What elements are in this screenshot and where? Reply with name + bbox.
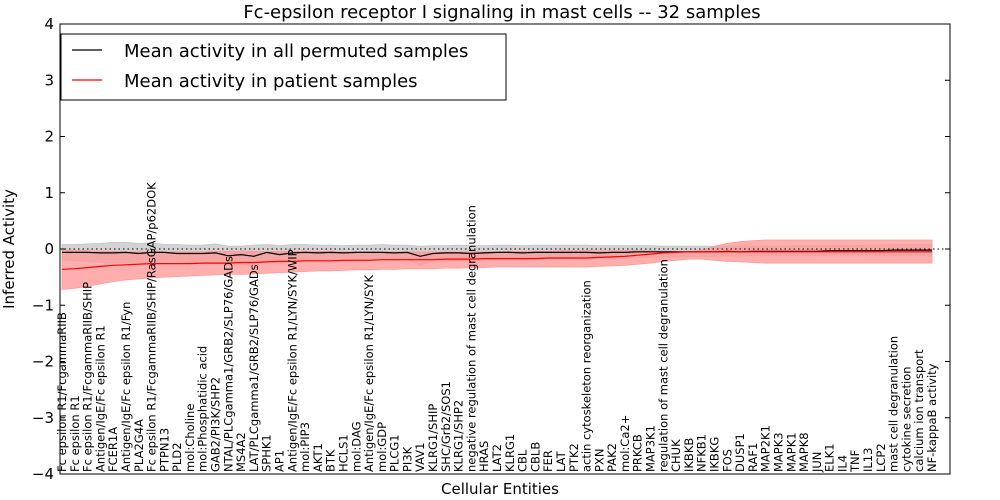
y-tick-label: −1 [32, 296, 54, 314]
series-line-1 [61, 251, 932, 270]
x-tick-label: SPHK1 [260, 434, 274, 472]
x-tick-label: HRAS [477, 441, 491, 472]
x-tick-label: Fc epsilon R1/FcgammaRIIB/SHIP/RasGAP/p6… [145, 182, 159, 472]
x-tick-label: negative regulation of mast cell degranu… [464, 205, 478, 472]
x-tick-label: Antigen/IgE/Fc epsilon R1/LYN/SYK [362, 275, 376, 472]
x-tick-label: IL13 [861, 448, 875, 472]
chart-title: Fc-epsilon receptor I signaling in mast … [243, 2, 760, 23]
y-tick-label: −3 [32, 409, 54, 427]
x-tick-label: PRKCB [631, 434, 645, 472]
x-tick-label: CBL [516, 449, 530, 472]
plot-frame [59, 23, 951, 475]
x-tick-label: RAF1 [746, 443, 760, 472]
y-tick-label: 3 [44, 71, 54, 89]
y-tick-label: 2 [44, 128, 54, 146]
x-tick-label: calcium ion transport [912, 349, 926, 472]
x-tick-label: KLRG1 [503, 434, 517, 472]
x-tick-label: JUN [810, 452, 824, 473]
x-tick-label: LAT [554, 450, 568, 472]
y-tick-label: −2 [32, 353, 54, 371]
x-tick-label: mast cell degranulation [887, 336, 901, 472]
x-tick-label: MAPK8 [797, 432, 811, 472]
legend-box [60, 33, 507, 101]
x-tick-label: PAK2 [605, 443, 619, 472]
x-tick-label: cytokine secretion [899, 366, 913, 472]
x-tick-label: BTK [324, 449, 338, 472]
x-tick-label: IL4 [835, 455, 849, 472]
x-tick-label: Antigen/IgE/Fc epsilon R1/Fyn [119, 302, 133, 472]
y-axis-label: Inferred Activity [0, 189, 18, 309]
legend: Mean activity in all permuted samples Me… [60, 33, 507, 101]
x-tick-label: MAP3K1 [644, 425, 658, 472]
x-tick-label: PLCG1 [388, 434, 402, 472]
x-tick-label: IKBKB [682, 438, 696, 472]
x-tick-label: GAB2/PI3K/SHP2 [209, 377, 223, 472]
x-tick-label: mol:DAG [349, 421, 363, 472]
x-tick-label: ELK1 [823, 443, 837, 472]
y-tick-label: 1 [44, 184, 54, 202]
y-tick-label: −4 [32, 465, 54, 483]
x-tick-label: Antigen/IgE/Fc epsilon R1/LYN/SYK/WIP [285, 249, 299, 472]
x-tick-label: MS4A2 [234, 432, 248, 472]
x-tick-label: PTK2 [567, 443, 581, 472]
x-tick-label: CBLB [528, 442, 542, 472]
x-axis-label: Cellular Entities [441, 480, 559, 498]
x-tick-label: mol:Ca2+ [618, 415, 632, 472]
x-tick-label: KLRG1/SHIP [426, 404, 440, 472]
y-tick-label: 4 [44, 15, 54, 33]
x-tick-label: CHUK [669, 439, 683, 472]
x-tick-label: HCLS1 [337, 434, 351, 472]
x-tick-label: NFKB1 [695, 434, 709, 472]
x-tick-label: Fc epsilon R1 [68, 395, 82, 472]
y-tick-label: 0 [44, 240, 54, 258]
x-tick-label: SHC/Grb2/SOS1 [439, 381, 453, 472]
x-tick-label: FER [541, 450, 555, 472]
x-tick-label: Fc epsilon R1/FcgammaRIIB/SHIP [81, 282, 95, 472]
x-tick-label: TNF [848, 450, 862, 473]
x-tick-label: LCP2 [874, 443, 888, 472]
x-tick-label: PLD2 [170, 442, 184, 472]
x-tick-label: PTPN13 [157, 428, 171, 472]
x-tick-label: actin cytoskeleton reorganization [580, 280, 594, 472]
x-tick-label: FCER1A [106, 427, 120, 472]
x-tick-label: mol:PIP3 [298, 422, 312, 472]
x-tick-label: LAT/PLCgamma1/GRB2/SLP76/GADs [247, 264, 261, 472]
x-tick-label: mol:Phosphatidic acid [196, 346, 210, 472]
lines-layer [61, 249, 932, 270]
x-tick-label: PLA2G4A [132, 419, 146, 472]
x-tick-label: AKT1 [311, 443, 325, 472]
x-tick-label: LAT2 [490, 444, 504, 472]
x-tick-label: MAPK3 [772, 432, 786, 472]
x-tick-label: KLRG1/SHP2 [452, 400, 466, 472]
x-tick-label: Fc epsilon R1/FcgammaRIIB [55, 312, 69, 472]
legend-label-permuted: Mean activity in all permuted samples [124, 41, 468, 62]
x-tick-label: DUSP1 [733, 433, 747, 472]
x-tick-label: mol:GDP [375, 422, 389, 472]
x-tick-label: NTAL/PLCgamma1/GRB2/SLP76/GADs [221, 256, 235, 472]
x-tick-label: PXN [592, 449, 606, 472]
x-tick-label: IKBKG [708, 437, 722, 472]
legend-label-patient: Mean activity in patient samples [124, 71, 418, 92]
x-tick-label: mol:Choline [183, 404, 197, 472]
x-tick-label: regulation of mast cell degranulation [656, 259, 670, 472]
x-tick-label: VAV1 [413, 443, 427, 472]
x-tick-label: PI3K [400, 446, 414, 472]
x-tick-label: AP1 [273, 450, 287, 472]
x-tick-label: FOS [720, 449, 734, 472]
x-tick-label: NF-kappaB activity [925, 363, 939, 472]
x-tick-label: Antigen/IgE/Fc epsilon R1 [93, 325, 107, 472]
x-tick-label: MAP2K1 [759, 425, 773, 472]
x-tick-label: MAPK1 [784, 432, 798, 472]
